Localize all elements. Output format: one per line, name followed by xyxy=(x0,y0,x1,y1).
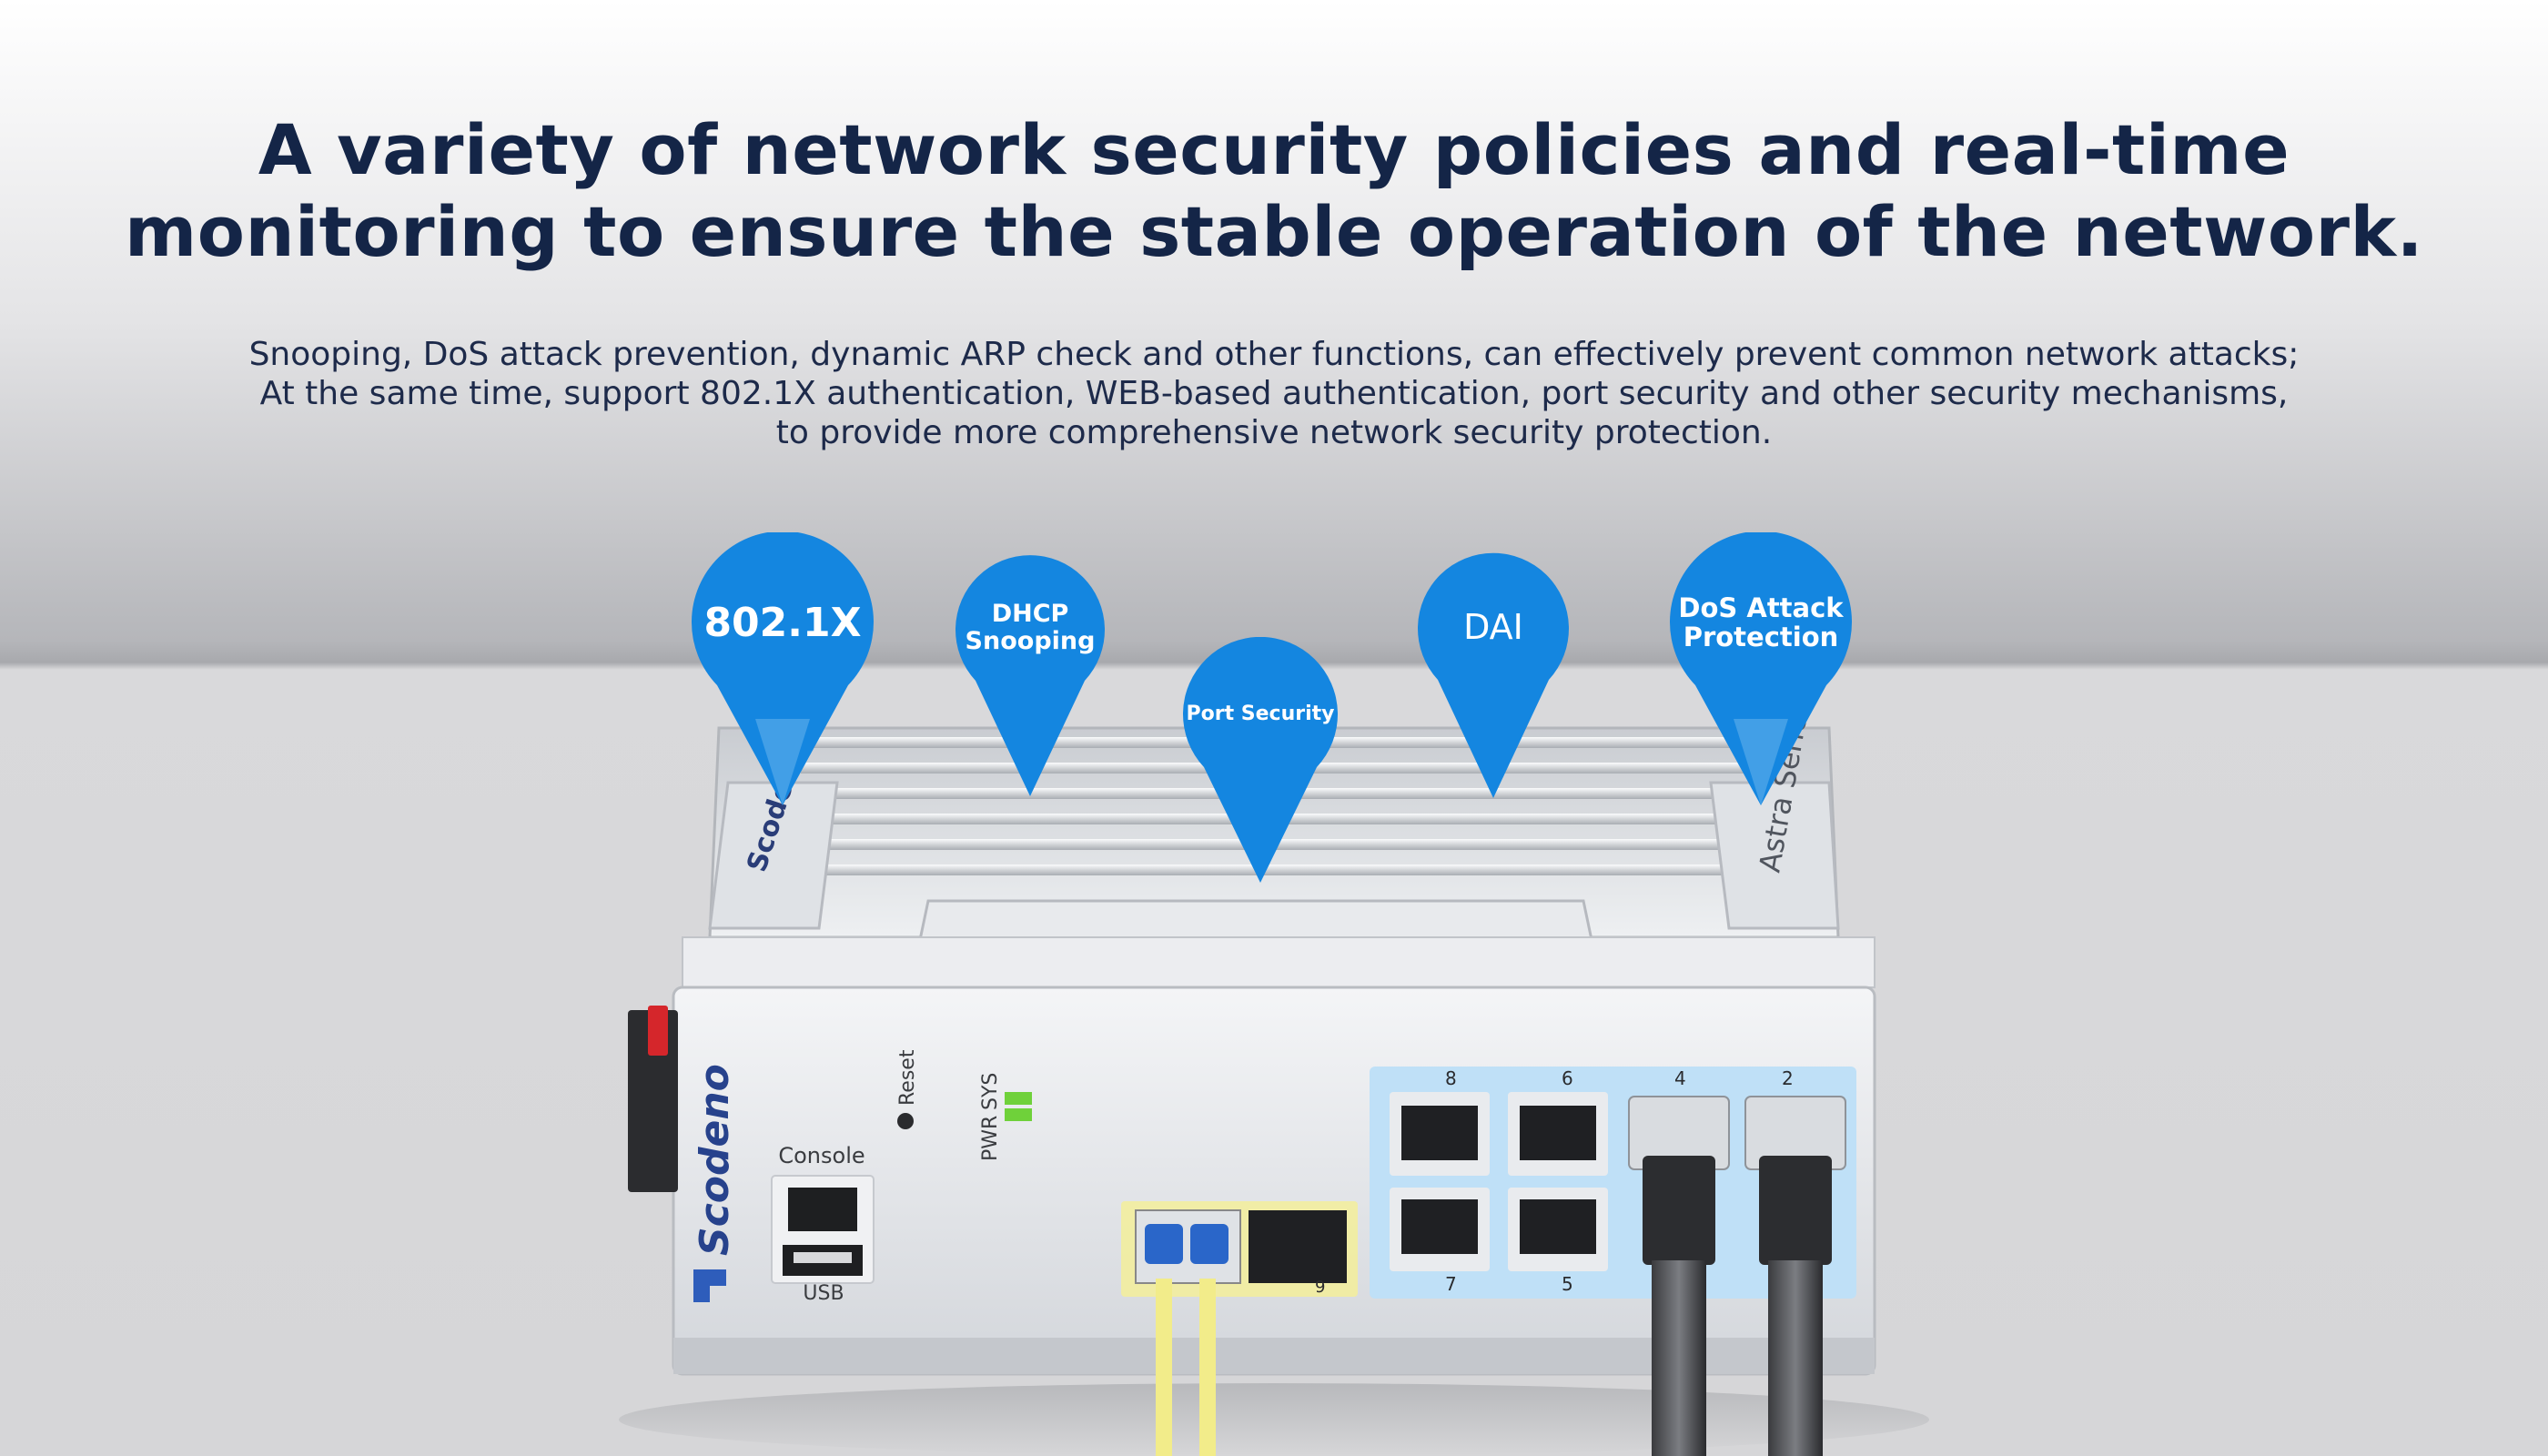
left-plate xyxy=(708,781,839,930)
power-terminal-red xyxy=(648,1006,668,1056)
port-label-2: 2 xyxy=(1782,1067,1794,1089)
pin-port-security xyxy=(1183,637,1338,883)
fiber-cable-1 xyxy=(1156,1279,1172,1456)
pwr-label: PWR xyxy=(979,1116,1002,1161)
pin-dos-attack xyxy=(1670,532,1852,805)
right-plate xyxy=(1709,781,1840,930)
sys-label: SYS xyxy=(979,1073,1002,1110)
pin-dhcp-text-1: DHCP xyxy=(991,600,1069,629)
pin-8021x-text: 802.1X xyxy=(703,599,862,646)
sfp-port-9 xyxy=(1249,1210,1347,1283)
device-shadow xyxy=(619,1383,1929,1456)
pin-dhcp-snooping-label: DHCP Snooping xyxy=(956,582,1105,673)
pin-8021x-label: 802.1X xyxy=(692,564,874,682)
sfp-lc-connector-2 xyxy=(1190,1224,1228,1264)
fiber-cable-2 xyxy=(1199,1279,1216,1456)
console-label: Console xyxy=(778,1143,864,1168)
pin-dai-label: DAI xyxy=(1418,582,1569,673)
console-port xyxy=(788,1188,857,1231)
sfp-lc-connector-1 xyxy=(1145,1224,1183,1264)
pin-8021x xyxy=(692,532,874,805)
pin-dos-text-1: DoS Attack xyxy=(1678,592,1844,624)
port-label-4: 4 xyxy=(1674,1067,1686,1089)
description-line-2: At the same time, support 802.1X authent… xyxy=(259,375,2289,412)
power-terminal-block xyxy=(628,1010,678,1192)
description-line-1: Snooping, DoS attack prevention, dynamic… xyxy=(248,336,2300,373)
front-brand-text: Scodeno xyxy=(692,1064,738,1256)
port-label-5: 5 xyxy=(1562,1273,1573,1295)
headline-line-2: monitoring to ensure the stable operatio… xyxy=(125,191,2423,272)
rj45-ports xyxy=(1390,1092,1608,1271)
pin-dai xyxy=(1418,552,1569,798)
top-bevel xyxy=(682,936,1876,988)
sys-led xyxy=(1005,1108,1032,1121)
ethernet-cable-2 xyxy=(1744,1096,1846,1456)
pin-dai-text: DAI xyxy=(1463,607,1523,648)
pin-port-security-text: Port Security xyxy=(1186,702,1335,725)
port-label-6: 6 xyxy=(1562,1067,1573,1089)
ethernet-cable-1 xyxy=(1628,1096,1730,1456)
headline-line-1: A variety of network security policies a… xyxy=(258,109,2290,190)
port-label-8: 8 xyxy=(1445,1067,1457,1089)
pwr-led xyxy=(1005,1092,1032,1105)
pin-dos-text-2: Protection xyxy=(1683,622,1839,652)
description-line-3: to provide more comprehensive network se… xyxy=(775,414,1773,451)
description: Snooping, DoS attack prevention, dynamic… xyxy=(0,335,2548,452)
pin-port-security-label: Port Security xyxy=(1183,664,1338,764)
port-label-9: 9 xyxy=(1315,1278,1325,1297)
rj45-highlight xyxy=(1370,1067,1856,1299)
pin-dos-attack-label: DoS Attack Protection xyxy=(1670,564,1852,682)
brand-logo-mark xyxy=(693,1269,726,1302)
usb-label: USB xyxy=(803,1282,844,1305)
headline: A variety of network security policies a… xyxy=(0,109,2548,273)
port-label-7: 7 xyxy=(1445,1273,1457,1295)
reset-label: Reset xyxy=(896,1049,919,1106)
pin-dhcp-text-2: Snooping xyxy=(965,627,1096,655)
reset-button xyxy=(897,1113,914,1129)
pin-dhcp-snooping xyxy=(956,555,1105,796)
